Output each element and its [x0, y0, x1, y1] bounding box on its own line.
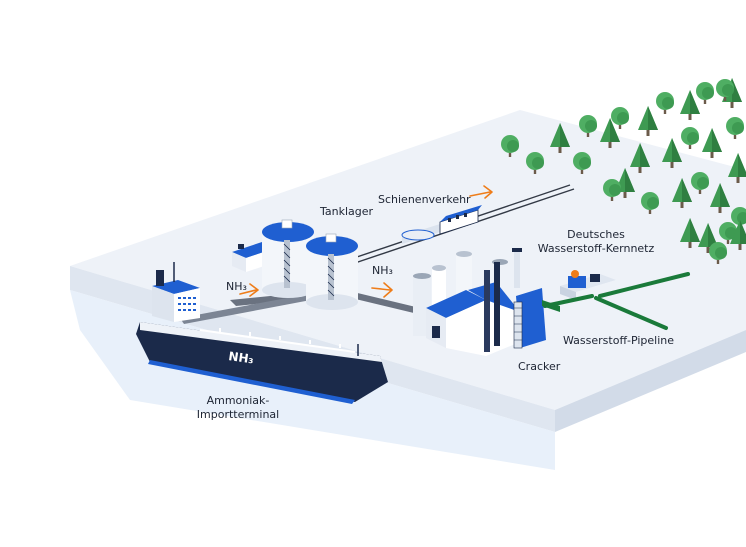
freight-train	[401, 205, 482, 244]
label-terminal-line2: Importterminal	[197, 408, 279, 421]
tanker-ship	[136, 262, 388, 404]
label-kernnetz-line2: Wasserstoff-Kernnetz	[538, 242, 655, 255]
label-nh3-right: NH₃	[372, 264, 393, 277]
label-nh3-left: NH₃	[226, 280, 247, 293]
label-pipeline: Wasserstoff-Pipeline	[563, 334, 674, 347]
label-terminal-line1: Ammoniak-	[207, 394, 270, 407]
label-kernnetz-line1: Deutsches	[567, 228, 625, 241]
label-tanklager: Tanklager	[319, 205, 374, 218]
kernnetz-station	[560, 270, 616, 300]
label-cracker: Cracker	[518, 360, 561, 373]
label-nh3-ship: NH₃	[228, 349, 255, 366]
arrow-icon	[239, 283, 259, 297]
label-schienenverkehr: Schienenverkehr	[378, 193, 471, 206]
arrow-icon	[469, 185, 493, 199]
arrow-icon	[371, 282, 393, 298]
tank-farm	[232, 219, 358, 310]
ammonia-flow-arrows	[239, 185, 493, 298]
cracker-plant	[413, 248, 560, 356]
hydrogen-pipelines	[543, 272, 690, 330]
